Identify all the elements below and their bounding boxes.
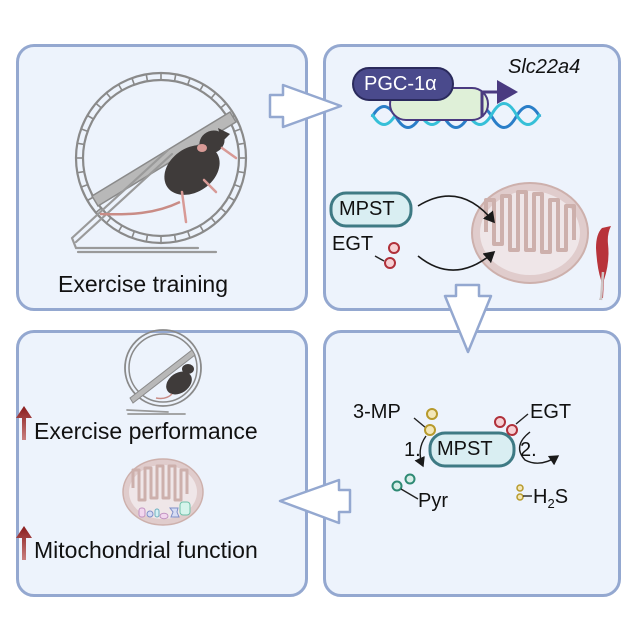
wheel-rung	[199, 83, 205, 91]
step2-arrow	[518, 431, 560, 466]
wheel-rung	[234, 183, 242, 188]
step1-arrow	[414, 435, 427, 468]
pgc1a-badge	[352, 67, 454, 101]
h2s-molecule-icon	[516, 484, 532, 501]
wheel-rung	[77, 170, 85, 174]
wheel-rung	[210, 92, 217, 99]
right-flow-arrow	[268, 83, 343, 129]
mpst-to-mito-arrow	[417, 195, 496, 224]
egt-to-mito-arrow	[417, 250, 496, 271]
wheel-rung	[131, 77, 136, 85]
step2-label: 2.	[520, 439, 537, 461]
mpst-badge-center	[428, 431, 516, 468]
step1-label: 1.	[404, 439, 421, 461]
3mp-label: 3-MP	[353, 401, 401, 423]
wheel-rung	[80, 128, 88, 133]
wheel-rung	[186, 231, 191, 239]
transcription-start-arrow	[480, 80, 518, 117]
wheel-rung	[117, 225, 123, 233]
small-mitochondrion-icon	[122, 458, 204, 526]
mouse-icon	[99, 128, 238, 224]
wheel-rung	[173, 234, 177, 242]
wheel-rung	[145, 234, 149, 242]
gene-label: Slc22a4	[508, 56, 581, 78]
egt-label-reaction: EGT	[530, 401, 572, 423]
pgc1a-label: PGC-1α	[364, 73, 437, 95]
pyr-label: Pyr	[418, 490, 448, 512]
down-flow-arrow	[443, 283, 493, 354]
egt-cofactor-icon	[494, 413, 529, 436]
wheel-rung	[220, 207, 227, 214]
wheel-rung	[228, 196, 236, 202]
h2s-label: H2S	[533, 487, 568, 510]
hamster-wheel-icon	[70, 71, 248, 254]
wheel-rung	[237, 170, 245, 174]
up-arrow-icon-2	[16, 526, 32, 560]
h2s-h: H	[533, 486, 548, 508]
wheel-rung	[105, 217, 112, 224]
wheel-rung	[220, 102, 227, 109]
exercise-training-label: Exercise training	[58, 271, 229, 297]
mpst-badge-top	[329, 191, 413, 228]
wheel-rung	[173, 74, 177, 82]
wheel-rung	[145, 74, 149, 82]
wheel-rung	[117, 83, 123, 91]
h2s-subscript: 2	[547, 496, 555, 511]
wheel-rung	[237, 142, 245, 146]
mitochondrion-icon	[471, 182, 589, 284]
exercise-training-panel	[16, 44, 308, 311]
wheel-rung	[95, 207, 102, 214]
muscle-icon	[596, 226, 611, 301]
wheel-rung	[80, 183, 88, 188]
mpst-label-top: MPST	[339, 198, 395, 220]
pyr-molecule-icon	[391, 473, 419, 500]
wheel-rung	[105, 92, 112, 99]
h2s-s: S	[554, 486, 569, 508]
wheel-rung	[199, 225, 205, 233]
wheel-rung	[234, 128, 242, 133]
egt-molecule-icon	[374, 242, 400, 269]
wheel-rung	[131, 231, 136, 239]
small-hamster-wheel-icon	[124, 329, 202, 415]
mpst-label-center: MPST	[437, 438, 493, 460]
wheel-rung	[186, 77, 191, 85]
egt-label-top: EGT	[332, 233, 374, 255]
3mp-molecule-icon	[413, 408, 438, 436]
wheel-rung	[77, 142, 85, 146]
left-flow-arrow	[278, 478, 352, 525]
exercise-performance-label: Exercise performance	[34, 418, 258, 444]
mitochondrial-function-label: Mitochondrial function	[34, 537, 258, 563]
wheel-rung	[86, 114, 94, 120]
wheel-rung	[95, 102, 102, 109]
wheel-rung	[210, 217, 217, 224]
up-arrow-icon-1	[16, 406, 32, 440]
